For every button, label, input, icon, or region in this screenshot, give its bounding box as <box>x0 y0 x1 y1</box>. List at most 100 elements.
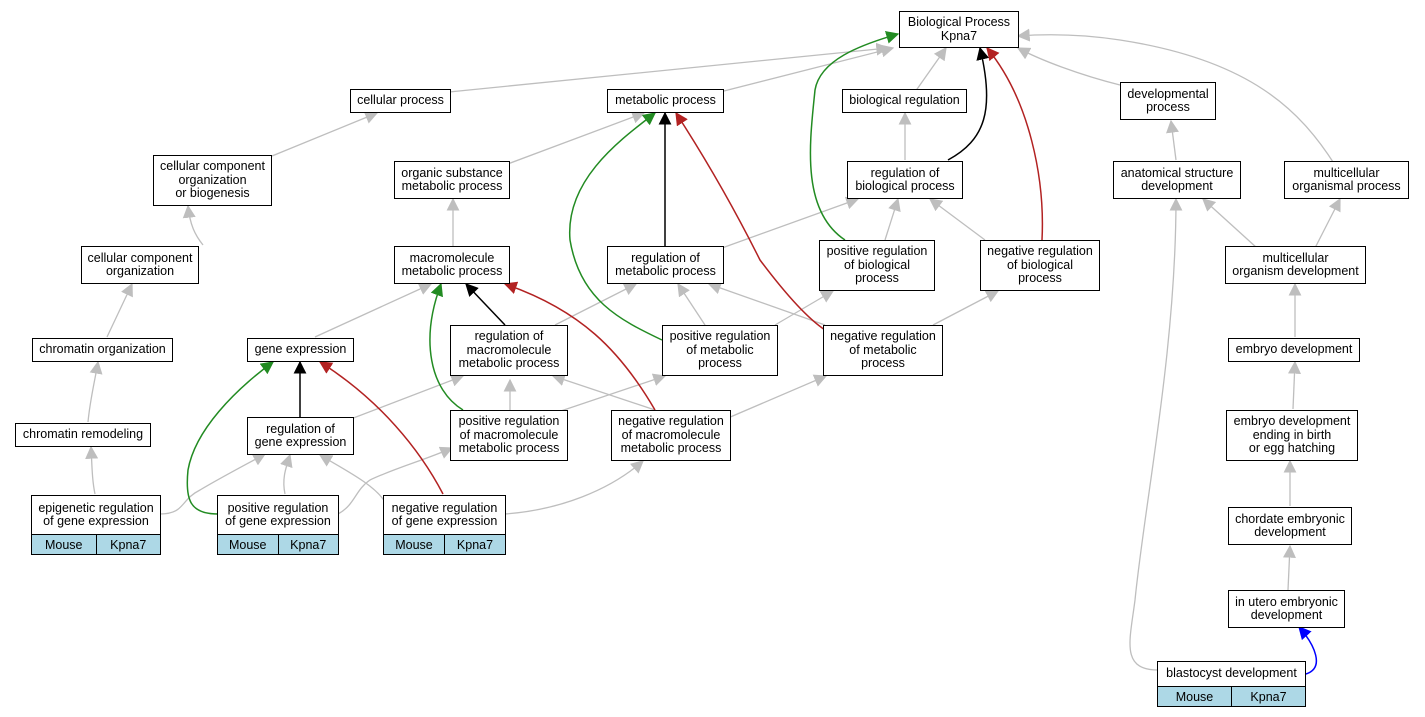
annotation-gene: Kpna7 <box>95 535 160 554</box>
edge-is-a <box>448 42 890 93</box>
annotation-species: Mouse <box>32 535 96 554</box>
edge-is-a <box>551 373 656 411</box>
node-cco[interactable]: cellular component organization <box>81 246 199 284</box>
node-embryo_dev[interactable]: embryo development <box>1228 338 1360 362</box>
annotation-species: Mouse <box>218 535 278 554</box>
edge-is-a <box>1016 47 1121 86</box>
node-label: embryo development <box>1235 342 1353 357</box>
edge-is-a <box>504 460 644 515</box>
node-label: anatomical structure development <box>1120 165 1234 193</box>
node-label: positive regulation of macromolecule met… <box>458 414 560 456</box>
node-label: multicellular organism development <box>1232 250 1359 278</box>
node-asd[interactable]: anatomical structure development <box>1113 161 1241 199</box>
node-label: developmental process <box>1127 86 1209 114</box>
node-chrom_org[interactable]: chromatin organization <box>32 338 173 362</box>
node-rmp[interactable]: regulation of metabolic process <box>607 246 724 284</box>
node-prmp[interactable]: positive regulation of metabolic process <box>662 325 778 376</box>
node-label: regulation of macromolecule metabolic pr… <box>458 329 560 371</box>
edge-is-a <box>106 282 133 338</box>
node-label: biological regulation <box>849 93 960 108</box>
edge-is-a <box>774 290 835 326</box>
edge-negatively-regulates <box>986 46 1044 241</box>
node-label: embryo development ending in birth or eg… <box>1233 414 1351 456</box>
node-label: cellular component organization or bioge… <box>160 159 265 201</box>
node-ccob[interactable]: cellular component organization or bioge… <box>153 155 272 206</box>
node-prmmp[interactable]: positive regulation of macromolecule met… <box>450 410 568 461</box>
annotation-species: Mouse <box>384 535 444 554</box>
node-ced[interactable]: chordate embryonic development <box>1228 507 1352 545</box>
node-nrmp[interactable]: negative regulation of metabolic process <box>823 325 943 376</box>
node-nrbp[interactable]: negative regulation of biological proces… <box>980 240 1100 291</box>
node-label: blastocyst development <box>1166 666 1297 681</box>
edge-part-of <box>1298 626 1317 675</box>
edge-positively-regulates <box>569 112 663 341</box>
edge-is-a <box>884 197 901 241</box>
node-biological_regulation[interactable]: biological regulation <box>842 89 967 113</box>
edge-is-a <box>677 282 706 326</box>
node-bp[interactable]: Biological Process Kpna7 <box>899 11 1019 48</box>
node-label: positive regulation of metabolic process <box>669 329 771 371</box>
edge-is-a <box>280 453 293 495</box>
node-osmp[interactable]: organic substance metabolic process <box>394 161 510 199</box>
node-iued[interactable]: in utero embryonic development <box>1228 590 1345 628</box>
edge-negatively-regulates <box>318 361 444 495</box>
node-label: positive regulation of biological proces… <box>826 244 928 286</box>
edge-is-a <box>504 111 646 166</box>
node-erge[interactable]: epigenetic regulation of gene expression… <box>31 495 161 555</box>
edge-is-a <box>1314 197 1341 249</box>
node-label: chordate embryonic development <box>1235 511 1345 539</box>
edge-is-a <box>707 281 826 326</box>
annotation-gene: Kpna7 <box>444 535 505 554</box>
node-gene_expr[interactable]: gene expression <box>247 338 354 362</box>
node-label: organic substance metabolic process <box>401 165 503 193</box>
node-rbp[interactable]: regulation of biological process <box>847 161 963 199</box>
edge-negatively-regulates <box>503 281 656 411</box>
edge-is-a <box>1202 198 1258 249</box>
annotation-gene: Kpna7 <box>277 535 338 554</box>
edge-regulates <box>947 46 990 161</box>
node-prbp[interactable]: positive regulation of biological proces… <box>819 240 935 291</box>
node-mod[interactable]: multicellular organism development <box>1225 246 1366 284</box>
node-rmmp[interactable]: regulation of macromolecule metabolic pr… <box>450 325 568 376</box>
edge-is-a <box>1282 544 1296 591</box>
node-nrge[interactable]: negative regulation of gene expression M… <box>383 495 506 555</box>
edge-is-a <box>182 204 204 246</box>
edge-is-a <box>318 454 386 503</box>
node-mmp[interactable]: macromolecule metabolic process <box>394 246 510 284</box>
node-prge[interactable]: positive regulation of gene expression M… <box>217 495 339 555</box>
node-rge[interactable]: regulation of gene expression <box>247 417 354 455</box>
node-label: regulation of gene expression <box>254 421 347 449</box>
edge-is-a <box>342 374 465 423</box>
edge-is-a <box>85 445 99 495</box>
node-label: chromatin organization <box>39 342 166 357</box>
edge-positively-regulates <box>429 282 464 411</box>
node-developmental_process[interactable]: developmental process <box>1120 82 1216 120</box>
edge-is-a <box>1166 119 1179 161</box>
node-edeb[interactable]: embryo development ending in birth or eg… <box>1226 410 1358 461</box>
node-label: gene expression <box>254 342 347 357</box>
edge-is-a <box>721 196 860 249</box>
annotation-gene: Kpna7 <box>1231 687 1305 706</box>
node-mcop[interactable]: multicellular organismal process <box>1284 161 1409 199</box>
edge-is-a <box>87 360 103 423</box>
edge-negatively-regulates <box>675 111 826 331</box>
edge-is-a <box>1016 28 1336 166</box>
edge-is-a <box>914 46 947 93</box>
edge-is-a <box>1288 360 1301 410</box>
edge-positively-regulates <box>809 31 900 241</box>
node-nrmmp[interactable]: negative regulation of macromolecule met… <box>611 410 731 461</box>
node-label: negative regulation of biological proces… <box>987 244 1093 286</box>
edge-is-a <box>928 198 986 241</box>
node-chrom_rem[interactable]: chromatin remodeling <box>15 423 151 447</box>
annotation-species: Mouse <box>1158 687 1231 706</box>
edge-is-a <box>719 44 895 93</box>
node-cellular_process[interactable]: cellular process <box>350 89 451 113</box>
node-label: multicellular organismal process <box>1292 165 1401 193</box>
node-metabolic_process[interactable]: metabolic process <box>607 89 724 113</box>
